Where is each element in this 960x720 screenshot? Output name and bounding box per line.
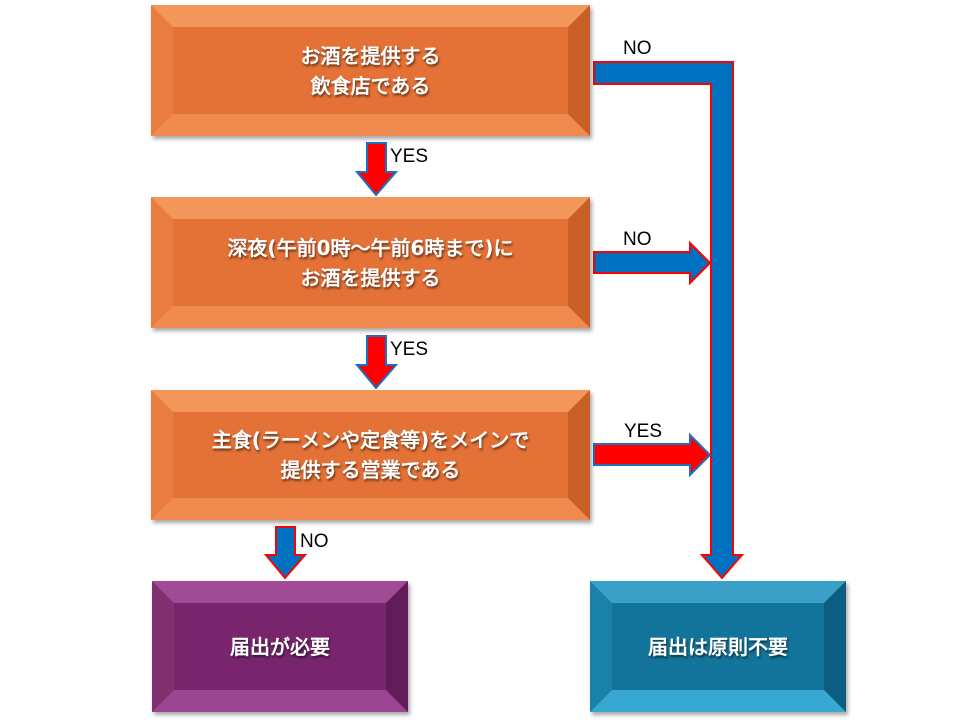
decision-label: お酒を提供する 飲食店である	[300, 43, 441, 98]
label-q3-yes: YES	[624, 421, 663, 442]
label-q3-no: NO	[300, 531, 329, 552]
arrow-q3-no	[263, 526, 308, 580]
outcome-notification-not-required: 届出は原則不要	[590, 581, 846, 712]
arrow-q1-no	[593, 61, 745, 580]
decision-serves-alcohol: お酒を提供する 飲食店である	[151, 5, 590, 136]
label-q1-no: NO	[623, 38, 652, 59]
outcome-label: 届出が必要	[230, 634, 330, 659]
outcome-notification-required: 届出が必要	[152, 581, 408, 712]
arrow-q2-yes	[354, 335, 399, 390]
arrow-q1-yes	[354, 142, 399, 197]
decision-label: 主食(ラーメンや定食等)をメインで 提供する営業である	[211, 428, 530, 482]
arrow-q2-no	[593, 240, 712, 286]
arrow-q3-yes	[593, 432, 712, 478]
label-q1-yes: YES	[390, 146, 429, 167]
label-q2-no: NO	[623, 229, 652, 250]
decision-label: 深夜(午前0時～午前6時まで)に お酒を提供する	[227, 235, 514, 290]
decision-late-night-alcohol: 深夜(午前0時～午前6時まで)に お酒を提供する	[151, 197, 590, 328]
outcome-label: 届出は原則不要	[648, 634, 788, 659]
label-q2-yes: YES	[390, 339, 429, 360]
decision-main-meal-business: 主食(ラーメンや定食等)をメインで 提供する営業である	[151, 390, 590, 520]
